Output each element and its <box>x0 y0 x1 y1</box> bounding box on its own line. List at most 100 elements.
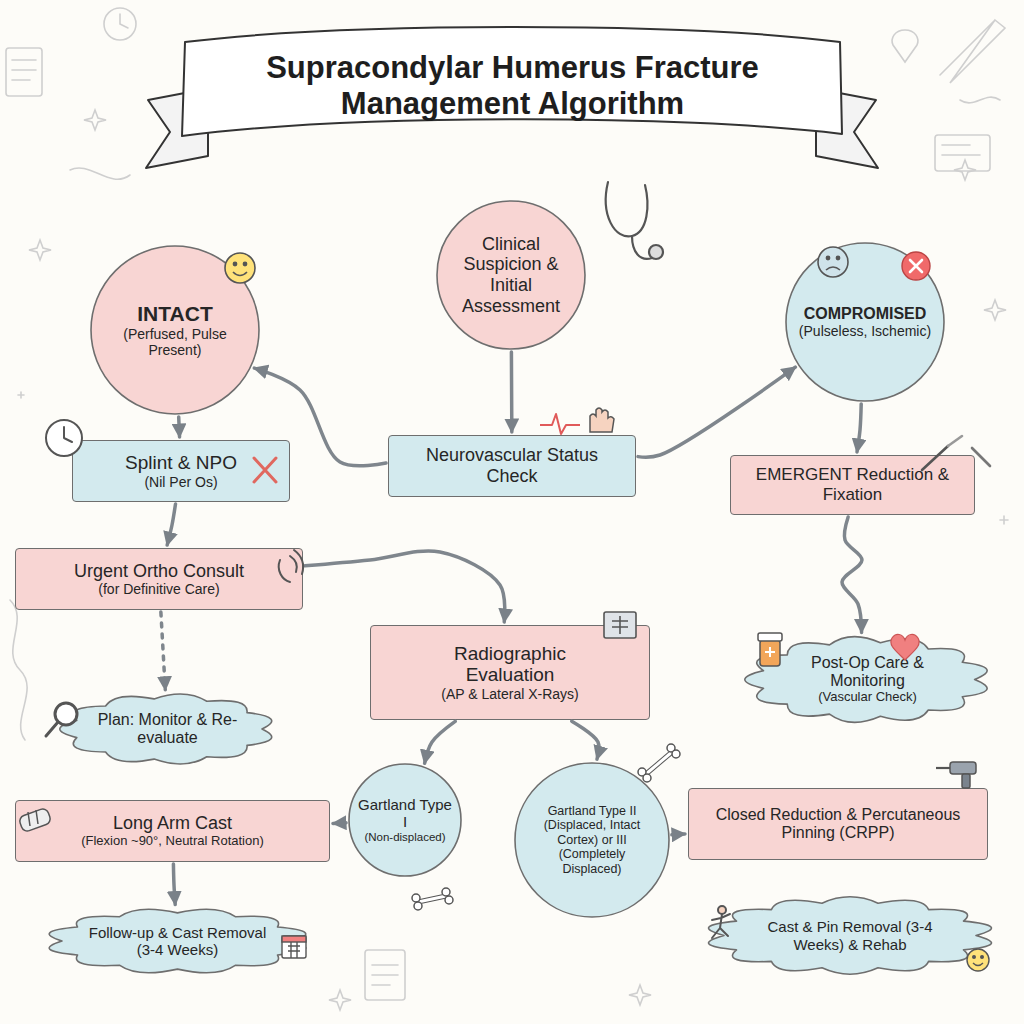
cloud-outline <box>740 632 995 727</box>
phone-icon <box>290 556 297 572</box>
background-doodle <box>372 965 398 985</box>
title-banner <box>146 27 878 168</box>
circle-outline <box>436 200 586 350</box>
node-heading: Cast & Pin Removal (3-4 Weeks) & Rehab <box>750 918 950 953</box>
node-detail: (for Definitive Care) <box>98 581 219 597</box>
no-food-icon <box>254 458 276 482</box>
smiley-icon <box>225 253 255 283</box>
flow-arrow <box>425 721 456 763</box>
diagram-title: Supracondylar Humerus Fracture Managemen… <box>195 50 830 121</box>
flow-arrow <box>254 368 386 466</box>
phone-icon <box>294 550 303 574</box>
node-heading: Urgent Ortho Consult <box>74 561 244 582</box>
outcome-cloud: Post-Op Care & Monitoring(Vascular Check… <box>740 632 995 727</box>
hand-icon <box>590 408 614 432</box>
background-doodle <box>629 985 651 1005</box>
phone-icon <box>279 560 290 582</box>
flow-arrow <box>173 864 175 905</box>
sad-face-icon <box>826 267 840 270</box>
cast-icon <box>28 810 38 826</box>
bone-icon <box>667 744 675 752</box>
stethoscope-icon <box>649 245 663 259</box>
background-doodle <box>954 160 976 180</box>
smiley-icon <box>967 949 989 971</box>
circle-outline <box>437 201 585 349</box>
process-box: Urgent Ortho Consult(for Definitive Care… <box>15 548 303 610</box>
smiley-icon <box>243 262 246 265</box>
background-doodle <box>10 600 27 740</box>
node-heading: INTACT <box>137 302 212 326</box>
bone-icon <box>412 894 420 902</box>
bone-icon <box>418 896 446 902</box>
hand-icon <box>590 408 614 432</box>
node-detail: (AP & Lateral X-Rays) <box>441 686 578 702</box>
rehab-figure-icon <box>712 906 730 938</box>
background-doodle <box>12 60 36 80</box>
stethoscope-icon <box>632 236 652 259</box>
classification-circle: Gartland Type I(Non-displaced) <box>348 763 462 877</box>
cast-icon <box>18 807 52 832</box>
background-doodle <box>984 300 1006 320</box>
calendar-icon <box>282 936 306 958</box>
background-doodle <box>120 14 128 28</box>
flow-arrow <box>510 352 514 432</box>
flow-arrow <box>842 517 862 632</box>
outcome-cloud: Plan: Monitor & Re-evaluate <box>55 690 280 768</box>
start-circle: Clinical Suspicion & Initial Assessment <box>436 200 586 350</box>
background-doodle <box>935 135 990 171</box>
circle-outline <box>514 762 670 918</box>
cast-icon <box>18 807 52 832</box>
circle-outline <box>90 245 260 415</box>
background-doodle <box>6 48 42 96</box>
node-heading: COMPROMISED <box>804 305 927 323</box>
node-heading: Neurovascular Status Check <box>419 445 605 486</box>
heartbeat-icon <box>540 414 580 434</box>
background-doodle <box>940 20 1005 83</box>
cloud-outline <box>745 637 987 723</box>
heartbeat-icon <box>540 414 580 434</box>
bone-icon <box>445 896 453 904</box>
title-banner <box>816 92 878 168</box>
circle-outline <box>515 763 669 917</box>
node-heading: Gartland Type I <box>358 796 452 831</box>
background-doodle <box>329 990 351 1010</box>
smiley-icon <box>233 262 236 265</box>
smiley-icon <box>967 949 989 971</box>
background-doodle <box>104 8 136 40</box>
pill-bottle-icon <box>758 633 782 666</box>
stethoscope-icon <box>606 182 663 259</box>
cloud-outline <box>700 893 1000 978</box>
sad-face-icon <box>818 247 848 277</box>
background-doodle <box>942 145 980 155</box>
node-heading: Closed Reduction & Percutaneous Pinning … <box>699 806 977 843</box>
smiley-icon <box>981 956 984 959</box>
node-heading: Clinical Suspicion & Initial Assessment <box>450 234 572 317</box>
node-heading: Post-Op Care & Monitoring <box>774 654 961 691</box>
xray-icon <box>612 616 628 634</box>
circle-outline <box>348 763 462 877</box>
background-doodle <box>1000 516 1008 524</box>
magnifier-icon <box>55 703 77 725</box>
background-doodle <box>70 168 130 179</box>
title-banner <box>182 27 842 136</box>
process-box: Closed Reduction & Percutaneous Pinning … <box>688 788 988 860</box>
calendar-icon <box>288 942 300 958</box>
clock-icon <box>46 420 82 456</box>
clock-icon <box>46 420 82 456</box>
pill-bottle-icon <box>760 640 780 666</box>
sad-face-icon <box>836 256 839 259</box>
cross-icon <box>902 252 930 280</box>
rehab-figure-icon <box>718 906 726 914</box>
circle-outline <box>349 764 461 876</box>
bone-icon <box>672 750 680 758</box>
node-heading: Radiographic Evaluation <box>411 643 609 687</box>
scalpel-icon <box>948 436 962 446</box>
bone-icon <box>643 774 651 782</box>
scalpel-icon <box>972 448 990 466</box>
calendar-icon <box>282 936 306 942</box>
background-doodle <box>892 30 918 62</box>
cross-icon <box>910 260 922 272</box>
flow-arrow <box>333 821 346 825</box>
smiley-icon <box>973 956 976 959</box>
flow-arrow <box>638 367 795 457</box>
